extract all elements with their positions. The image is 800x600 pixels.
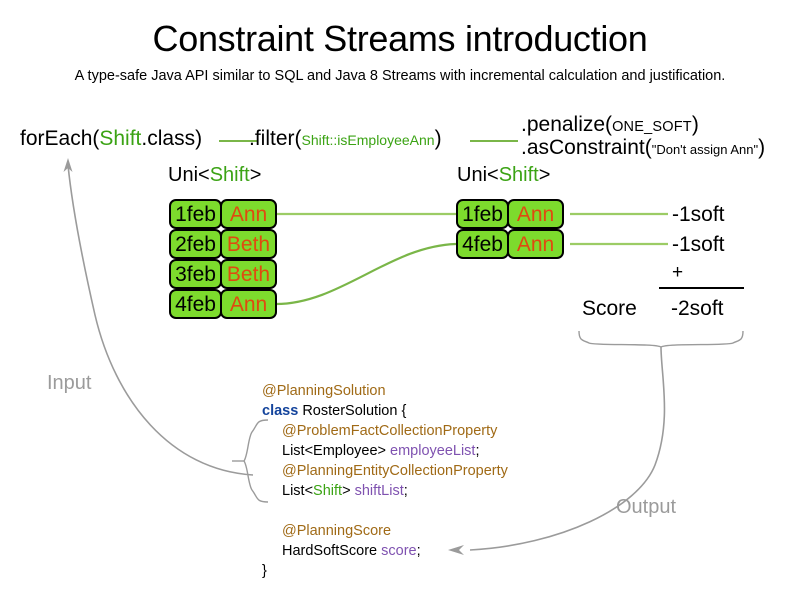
uni-left-type: Shift [209, 164, 250, 186]
code-token [262, 503, 266, 519]
stream-type-label-right: Uni<Shift> [457, 164, 550, 187]
shift-row[interactable]: 2feb Beth [169, 229, 277, 259]
flow-line-shift4 [275, 242, 457, 306]
foreach-suffix: .class) [141, 127, 203, 150]
connector-line-1 [219, 140, 257, 142]
code-token: List< [282, 483, 314, 499]
shift-employee: Ann [507, 229, 564, 259]
uni-left-suffix: > [249, 164, 262, 186]
code-token: employeeList [390, 443, 476, 459]
sum-rule-line [659, 287, 744, 289]
shift-list-filtered: 1feb Ann 4feb Ann [456, 199, 564, 259]
uni-right-type: Shift [498, 164, 539, 186]
code-token: @PlanningSolution [262, 383, 386, 399]
output-arrow-path [469, 346, 666, 551]
code-line: @PlanningEntityCollectionProperty [262, 461, 508, 481]
pipeline-filter: .filter(Shift::isEmployeeAnn) [249, 127, 442, 151]
shift-date: 4feb [169, 289, 222, 319]
shift-row[interactable]: 1feb Ann [169, 199, 277, 229]
uni-right-suffix: > [538, 164, 551, 186]
as-constraint-suffix: ) [758, 136, 766, 159]
uni-right-prefix: Uni< [457, 164, 499, 186]
code-token: } [262, 563, 267, 579]
code-line: } [262, 561, 508, 581]
input-arrow-path [67, 164, 254, 476]
penalty-value-1: -1soft [672, 203, 725, 226]
penalize-prefix: .penalize( [521, 113, 613, 136]
sum-operator: + [672, 262, 684, 283]
filter-prefix: .filter( [249, 127, 302, 150]
code-line [262, 501, 508, 521]
penalty-value-2: -1soft [672, 233, 725, 256]
shift-date: 4feb [456, 229, 509, 259]
as-constraint-prefix: .asConstraint( [521, 136, 652, 159]
as-constraint-arg: "Don't assign Ann" [651, 142, 759, 157]
output-arrowhead [448, 545, 464, 555]
penalize-arg: ONE_SOFT [612, 119, 692, 135]
stream-type-label-left: Uni<Shift> [168, 164, 261, 187]
code-line: @PlanningScore [262, 521, 508, 541]
code-token: RosterSolution { [302, 403, 407, 419]
code-token: List<Employee> [282, 443, 391, 459]
code-line: @ProblemFactCollectionProperty [262, 421, 508, 441]
shift-employee: Beth [220, 229, 277, 259]
score-total: -2soft [671, 297, 724, 320]
code-token: @PlanningScore [282, 523, 392, 539]
code-line: @PlanningSolution [262, 381, 508, 401]
code-token: class [262, 403, 303, 419]
code-token: ; [475, 443, 480, 459]
input-label: Input [47, 372, 92, 394]
shift-employee: Ann [220, 289, 277, 319]
code-token: > [342, 483, 355, 499]
code-token: HardSoftScore [282, 543, 382, 559]
code-token: score [381, 543, 417, 559]
code-line: HardSoftScore score; [262, 541, 508, 561]
code-token: @ProblemFactCollectionProperty [282, 423, 498, 439]
input-arrowhead [63, 158, 73, 172]
pipeline-penalize: .penalize(ONE_SOFT) [521, 113, 699, 137]
shift-row[interactable]: 4feb Ann [169, 289, 277, 319]
shift-row[interactable]: 3feb Beth [169, 259, 277, 289]
code-token: shiftList [354, 483, 404, 499]
pipeline-as-constraint: .asConstraint("Don't assign Ann") [521, 136, 765, 160]
connector-line-2 [470, 140, 518, 142]
shift-employee: Ann [507, 199, 564, 229]
code-line: List<Employee> employeeList; [262, 441, 508, 461]
code-line: List<Shift> shiftList; [262, 481, 508, 501]
score-brace [578, 330, 744, 348]
filter-suffix: ) [434, 127, 442, 150]
foreach-type: Shift [99, 127, 142, 150]
shift-row[interactable]: 4feb Ann [456, 229, 564, 259]
shift-row[interactable]: 1feb Ann [456, 199, 564, 229]
shift-employee: Beth [220, 259, 277, 289]
page-subtitle: A type-safe Java API similar to SQL and … [74, 68, 726, 84]
filter-arg: Shift::isEmployeeAnn [301, 132, 435, 148]
code-token: @PlanningEntityCollectionProperty [282, 463, 508, 479]
uni-left-prefix: Uni< [168, 164, 210, 186]
shift-date: 1feb [169, 199, 222, 229]
shift-employee: Ann [220, 199, 277, 229]
code-token: ; [403, 483, 408, 499]
shift-list-input: 1feb Ann 2feb Beth 3feb Beth 4feb Ann [169, 199, 277, 319]
code-block: @PlanningSolution class RosterSolution { @… [262, 381, 508, 581]
shift-date: 2feb [169, 229, 222, 259]
foreach-prefix: forEach( [20, 127, 100, 150]
code-line: class RosterSolution { [262, 401, 508, 421]
output-label: Output [616, 496, 677, 518]
penalize-suffix: ) [691, 113, 699, 136]
code-token: ; [416, 543, 421, 559]
score-label: Score [582, 297, 637, 320]
page-title: Constraint Streams introduction [152, 18, 648, 59]
pipeline-foreach: forEach(Shift.class) [20, 127, 202, 151]
code-token: Shift [313, 483, 343, 499]
